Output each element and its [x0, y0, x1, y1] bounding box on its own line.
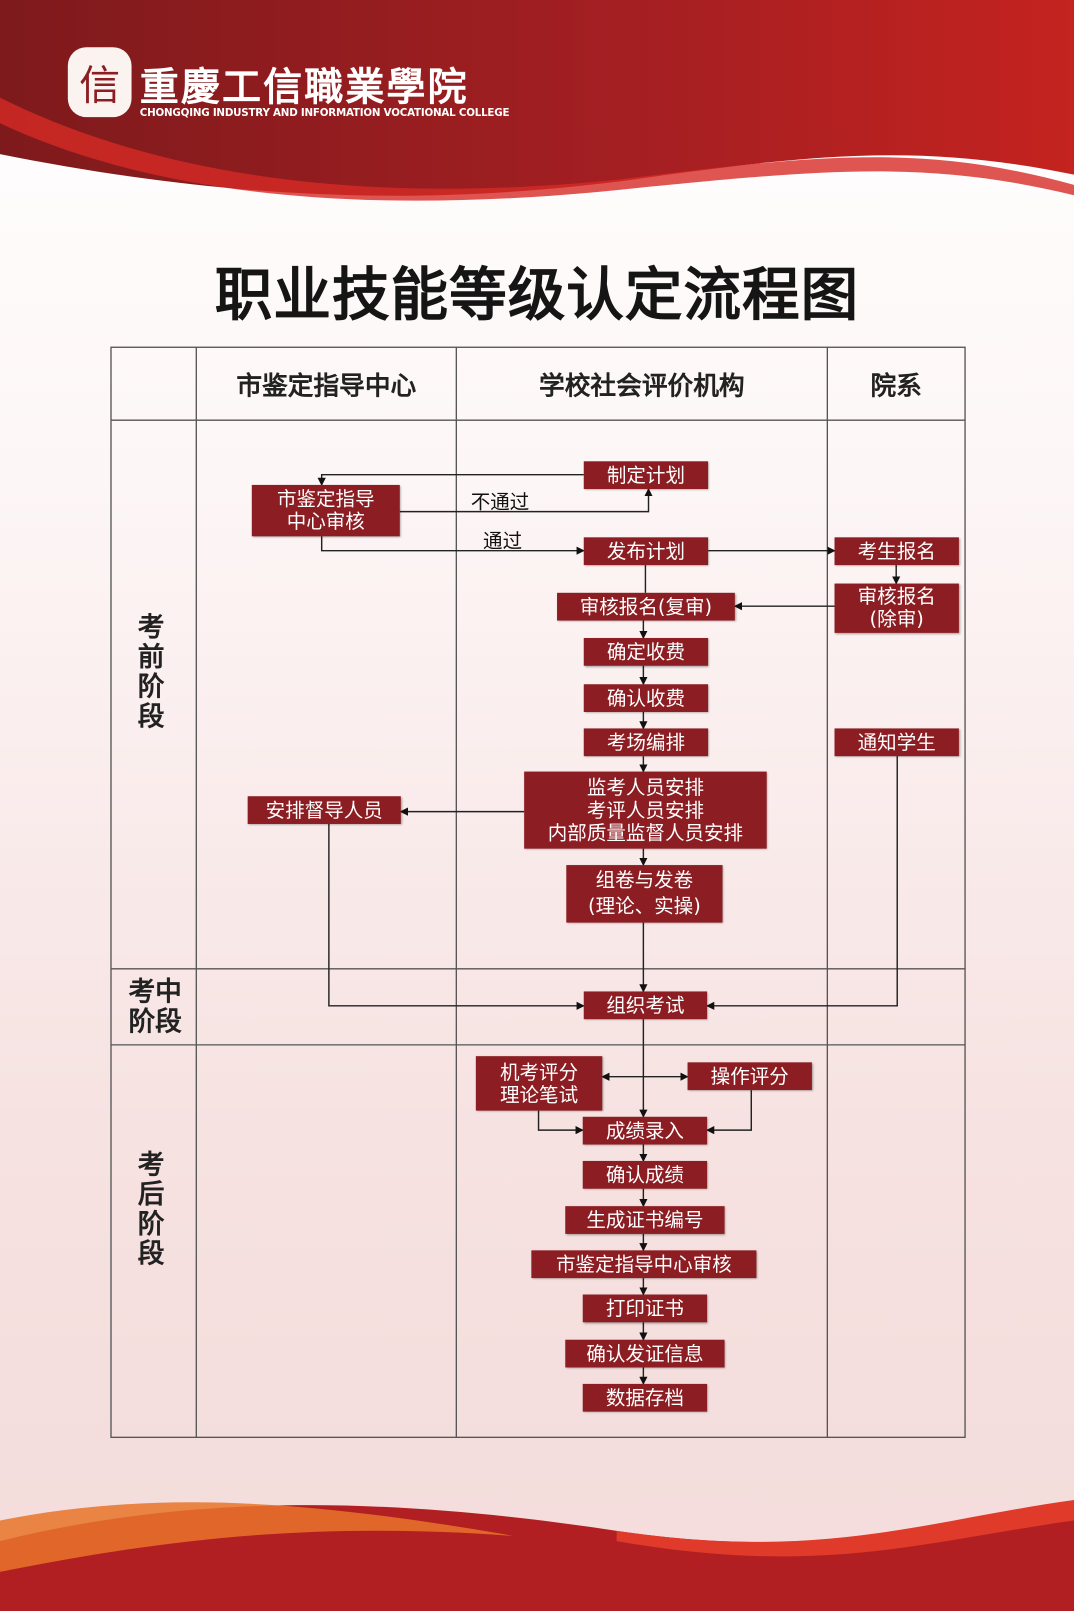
node-student-register: 考生报名 — [834, 537, 959, 566]
bottom-banner — [0, 1500, 1074, 1611]
column-header-school-agency: 学校社会评价机构 — [539, 370, 745, 401]
node-score-entry: 成绩录入 — [582, 1116, 708, 1145]
column-header-city-center: 市鉴定指导中心 — [236, 370, 417, 401]
node-confirm-fee-amount: 确定收费 — [583, 638, 709, 666]
node-organize-exam: 组织考试 — [583, 991, 708, 1020]
node-cert-number: 生成证书编号 — [565, 1206, 725, 1234]
edge-label-pass: 通过 — [483, 530, 523, 553]
node-publish-plan: 发布计划 — [583, 537, 709, 566]
stage-during-exam: 考中 阶段 — [128, 977, 182, 1038]
college-name-en: CHONGQING INDUSTRY AND INFORMATION VOCAT… — [139, 107, 510, 120]
node-make-plan: 制定计划 — [583, 461, 709, 490]
node-supervisor-arrange: 安排督导人员 — [247, 796, 401, 824]
node-machine-scoring: 机考评分 理论笔试 — [475, 1056, 603, 1111]
column-header-department: 院系 — [870, 370, 922, 401]
node-print-cert: 打印证书 — [582, 1294, 708, 1323]
node-confirm-fee-paid: 确认收费 — [583, 684, 709, 712]
node-review-register-second: 审核报名(复审) — [557, 592, 735, 621]
page-title: 职业技能等级认定流程图 — [214, 261, 860, 329]
top-banner — [0, 0, 1074, 201]
stage-pre-exam: 考 前 阶 段 — [137, 612, 165, 733]
node-center-review-final: 市鉴定指导中心审核 — [531, 1250, 757, 1279]
node-exam-room: 考场编排 — [583, 728, 709, 757]
stage-post-exam: 考 后 阶 段 — [137, 1149, 165, 1270]
node-practical-scoring: 操作评分 — [687, 1062, 812, 1091]
node-staff-arrange: 监考人员安排 考评人员安排 内部质量监督人员安排 — [524, 771, 767, 849]
node-confirm-scores: 确认成绩 — [582, 1160, 708, 1189]
node-papers: 组卷与发卷 (理论、实操) — [566, 865, 723, 923]
table-grid — [110, 346, 966, 1439]
node-archive: 数据存档 — [582, 1383, 708, 1412]
node-notify-students: 通知学生 — [834, 728, 959, 757]
college-name-cn: 重慶工信職業學院 — [139, 63, 469, 110]
seal-glyph: 信 — [79, 62, 121, 110]
node-review-register-first: 审核报名 (除审) — [834, 583, 959, 633]
node-center-review: 市鉴定指导 中心审核 — [251, 484, 400, 537]
edge-label-fail: 不通过 — [470, 491, 530, 514]
node-confirm-cert-info: 确认发证信息 — [565, 1339, 725, 1368]
college-seal-logo: 信 — [67, 47, 132, 118]
